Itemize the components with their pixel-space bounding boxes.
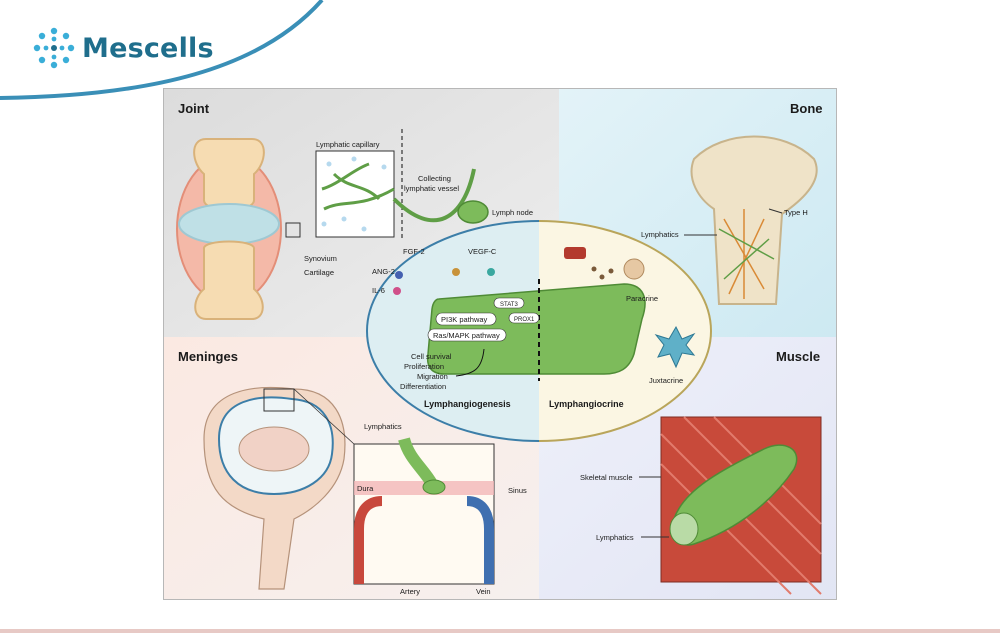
meninges-label-dura: Dura (357, 484, 374, 493)
outcome-differentiation: Differentiation (400, 382, 446, 391)
pathway-prox1: PROX1 (514, 317, 535, 323)
pathway-ras-mapk: Ras/MAPK pathway (433, 331, 500, 340)
pathway-pi3k: PI3K pathway (441, 315, 488, 324)
joint-label-lymph-node: Lymph node (492, 208, 533, 217)
joint-label-synovium: Synovium (304, 254, 337, 263)
meninges-label-vein: Vein (476, 587, 491, 596)
joint-illustration (176, 138, 301, 320)
joint-title: Joint (178, 101, 210, 116)
signal-juxtacrine: Juxtacrine (649, 376, 683, 385)
lymphatics-figure: Joint Lymphatic capillary Collecting lym… (163, 88, 837, 600)
outcome-proliferation: Proliferation (404, 362, 444, 371)
outcome-cell-survival: Cell survival (411, 352, 452, 361)
collecting-vessel (392, 168, 476, 223)
bone-label-type-h: Type H (784, 208, 808, 217)
muscle-label-skeletal-muscle: Skeletal muscle (580, 473, 633, 482)
factor-ang2: ANG-2 (372, 267, 395, 276)
joint-label-lymphatic-vessel: lymphatic vessel (404, 184, 459, 193)
paracrine-cell (564, 247, 586, 259)
vein-shape (466, 496, 494, 584)
juxtacrine-cell (654, 325, 696, 369)
meninges-label-sinus: Sinus (508, 486, 527, 495)
center-left-title: Lymphangiogenesis (424, 399, 511, 409)
mescells-logo-icon (33, 27, 75, 69)
meninges-title: Meninges (178, 349, 238, 364)
footer-divider (0, 629, 1000, 633)
joint-label-cartilage: Cartilage (304, 268, 334, 277)
lymphatic-endothelial-cell (426, 283, 646, 375)
factor-fgf2: FGF-2 (403, 247, 425, 256)
muscle-title: Muscle (776, 349, 820, 364)
brand-name: Mescells (82, 32, 214, 64)
brand-logo: Mescells (32, 26, 214, 70)
joint-label-lymphatic-capillary: Lymphatic capillary (316, 140, 380, 149)
lymph-node-shape (457, 200, 489, 224)
center-right-title: Lymphangiocrine (549, 399, 624, 409)
bone-illustration (690, 135, 818, 305)
muscle-illustration (660, 416, 822, 595)
figure-svg: Joint Lymphatic capillary Collecting lym… (164, 89, 836, 599)
signal-paracrine: Paracrine (626, 294, 658, 303)
meninges-label-lymphatics: Lymphatics (364, 422, 402, 431)
meninges-label-artery: Artery (400, 587, 420, 596)
bone-label-lymphatics: Lymphatics (641, 230, 679, 239)
pathway-stat3: STAT3 (500, 302, 518, 308)
outcome-migration: Migration (417, 372, 448, 381)
factor-il6: IL-6 (372, 286, 385, 295)
slide-decoration (0, 0, 330, 108)
lymphatic-capillary-network (321, 162, 395, 211)
factor-vegfc: VEGF-C (468, 247, 497, 256)
center-factors (393, 268, 495, 295)
artery-shape (354, 496, 383, 584)
brain-illustration (203, 386, 346, 590)
joint-label-collecting: Collecting (418, 174, 451, 183)
muscle-label-lymphatics: Lymphatics (596, 533, 634, 542)
bone-title: Bone (790, 101, 823, 116)
